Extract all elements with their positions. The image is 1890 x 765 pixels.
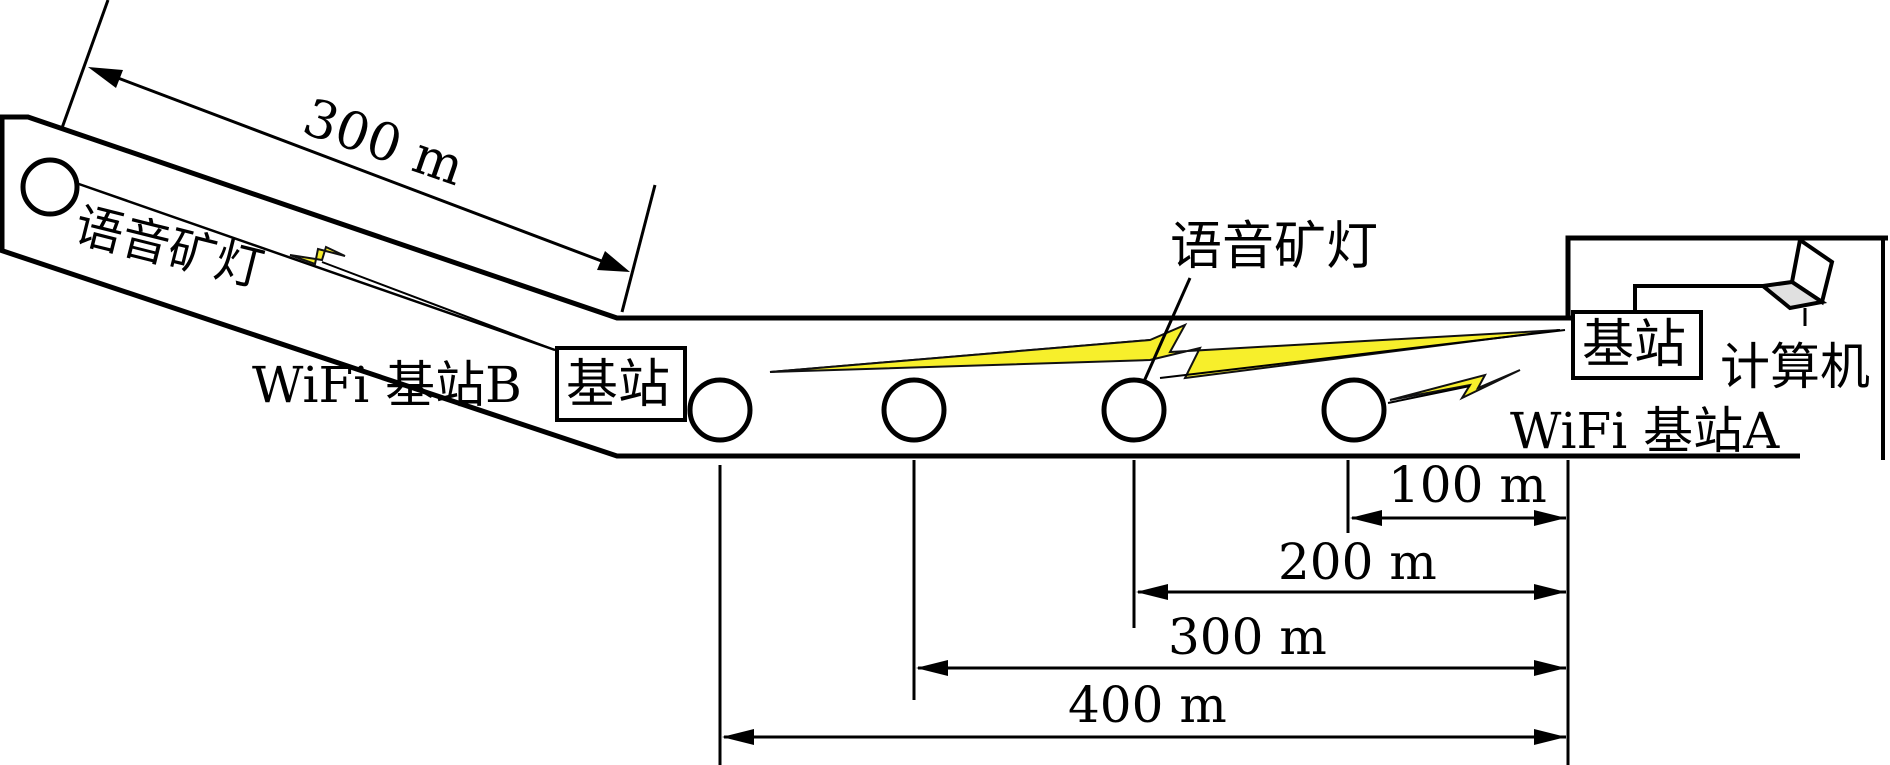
incline-dimension (60, 0, 657, 313)
distance-label-400: 400 m (1068, 676, 1227, 734)
voice-lamp-2 (881, 377, 947, 443)
station-a-box-label: 基站 (1582, 315, 1686, 375)
voice-lamp-1 (687, 377, 753, 443)
computer-label: 计算机 (1720, 338, 1870, 396)
laptop-icon (1633, 236, 1835, 326)
station-b-box (555, 346, 687, 422)
voice-lamp-middle-label: 语音矿灯 (1170, 217, 1378, 277)
distance-label-300: 300 m (1168, 608, 1327, 666)
signal-bolt-lamp4 (1389, 369, 1521, 401)
lamp-upper-link-line (75, 181, 556, 352)
voice-lamp-4 (1321, 377, 1387, 443)
signal-ray-lamp4 (1387, 385, 1471, 404)
distance-dimensions (718, 460, 1570, 765)
voice-lamp-upper (20, 157, 80, 217)
wifi-station-b-label: WiFi 基站B (252, 356, 522, 414)
distance-label-100: 100 m (1388, 456, 1547, 514)
signal-beam-main (769, 322, 1566, 380)
signal-bolt-upper (289, 245, 346, 266)
tunnel-outline (0, 114, 1888, 460)
lamp-middle-pointer (1136, 277, 1192, 396)
signal-ray-upper (321, 261, 556, 351)
distance-label-200: 200 m (1278, 533, 1437, 591)
incline-distance-label: 300 m (296, 88, 472, 198)
voice-lamp-3 (1101, 377, 1167, 443)
wifi-station-a-label: WiFi 基站A (1510, 402, 1780, 460)
voice-lamps-roadway (687, 377, 1387, 443)
station-b-box-label: 基站 (566, 355, 670, 415)
